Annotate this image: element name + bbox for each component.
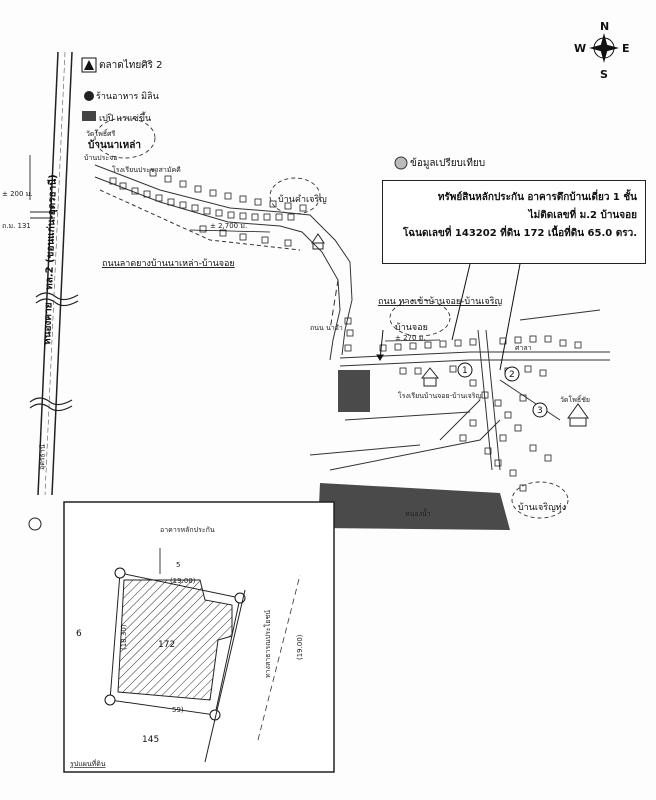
marker-2: 2: [504, 366, 520, 382]
house-blocks: [109, 169, 582, 492]
compass-rose: N S E W: [574, 20, 630, 81]
inset-road-label: ทางสาธารณประโยชน์: [263, 610, 272, 678]
temple-icon: [311, 233, 589, 427]
compass-n: N: [600, 20, 609, 33]
label-nong-pond: หนองน้ำ: [405, 507, 431, 518]
inset-top-num: 5: [176, 561, 180, 569]
comparable-icon: [394, 156, 408, 170]
inset-caption: รูปแผนที่ดิน: [70, 759, 106, 768]
inset-plot: อาคารหลักประกัน 5 (19.00) 6 (18.30) 172 …: [63, 501, 335, 773]
label-ban-kham: บ้านคำเจริญ: [278, 194, 327, 205]
main-highway: [37, 51, 73, 496]
store-icon: [82, 111, 96, 121]
label-road-village: ถนน ทางเข้าบ้านจอย-บ้านเจริญ: [378, 296, 502, 307]
svg-text:2: 2: [509, 370, 515, 380]
marker-1: 1: [457, 362, 473, 378]
legend-comparable: ข้อมูลเปรียบเทียบ: [410, 158, 486, 169]
collateral-info-box: ทรัพย์สินหลักประกัน อาคารตึกบ้านเดี่ยว 1…: [382, 180, 646, 264]
info-line-3: โฉนดเลขที่ 143202 ที่ดิน 172 เนื้อที่ดิน…: [402, 228, 637, 239]
inset-center: 172: [158, 640, 175, 650]
distance-arrows: [29, 155, 441, 342]
inset-left-dim: (18.30): [120, 624, 128, 650]
info-line-1: ทรัพย์สินหลักประกัน อาคารตึกบ้านเดี่ยว 1…: [437, 192, 637, 203]
label-road-131: ถ.ม. 131: [2, 222, 31, 230]
label-road-local: ถนนลาดยางบ้านนาเหล่า-บ้านจอย: [102, 258, 235, 269]
label-wat-pho: วัดโพธิ์ชัย: [560, 394, 590, 404]
label-dist-200: ± 200 ม.: [2, 190, 33, 198]
label-school-joi: โรงเรียนบ้านจอย-บ้านเจริญ: [398, 391, 481, 400]
label-ban-na-lao-small: บ้านประจอ: [84, 154, 117, 162]
road-spur-131: [30, 211, 55, 219]
compass-w: W: [574, 42, 586, 55]
label-point-na: ถนน นาจำ: [310, 324, 343, 332]
pond-area: [318, 483, 510, 530]
inset-small-mark: 59): [172, 706, 184, 714]
label-highway: ทล.2 (ขอนแก่น-อุดรธานี): [43, 174, 59, 290]
compass-e: E: [622, 42, 630, 55]
label-nong-khai: หนองคาย: [42, 302, 54, 345]
label-ban-charoen: บ้านเจริญทุ่ง: [518, 502, 566, 513]
inset-top-dim: (19.00): [170, 577, 196, 585]
market-icon: [81, 57, 97, 73]
label-temple-school: โรงเรียนประชาสามัคคี: [112, 165, 181, 174]
inset-left-num: 6: [76, 629, 82, 639]
building-footprint: [117, 579, 233, 701]
inset-bottom-num: 145: [142, 735, 159, 745]
info-leader-lines: [376, 263, 521, 371]
comparable-circles: [94, 117, 569, 519]
svg-text:3: 3: [537, 406, 543, 416]
label-ban-joi: บ้านจอย: [395, 322, 428, 333]
marker-3: 3: [532, 402, 548, 418]
label-sala: ศาลา: [515, 344, 532, 352]
legend-store: เปปิ แรแซ่ขึ้น: [99, 114, 152, 124]
label-temple: วัดโพธิ์ศรี: [86, 128, 116, 138]
label-ban-na-lao: บ้านนาเหล่า: [88, 139, 141, 151]
compass-s: S: [600, 68, 608, 81]
margin-circle: [28, 517, 42, 531]
inset-title: อาคารหลักประกัน: [160, 526, 215, 534]
restaurant-icon: [84, 91, 94, 101]
label-udon: อุดรธานี: [38, 444, 47, 470]
info-line-2: ไม่ติดเลขที่ ม.2 บ้านจอย: [528, 210, 637, 221]
legend-icons: [81, 57, 408, 170]
highway-break-marks: [29, 292, 79, 412]
legend-market: ตลาดไทยศิริ 2: [99, 60, 163, 71]
svg-text:1: 1: [462, 366, 468, 376]
property-dark-block: [338, 370, 370, 412]
label-dist-270: ± 270 ม.: [395, 334, 426, 342]
label-dist-2700: ± 2,700 ม.: [210, 222, 247, 230]
inset-road-dim: (19.00): [296, 634, 304, 660]
map-labels: บ้านนาเหล่า บ้านประจอ โรงเรียนประชาสามัค…: [2, 128, 590, 518]
local-road: [94, 164, 353, 361]
legend-restaurant: ร้านอาหาร มิลิน: [96, 92, 159, 102]
village-roads: [309, 309, 610, 471]
